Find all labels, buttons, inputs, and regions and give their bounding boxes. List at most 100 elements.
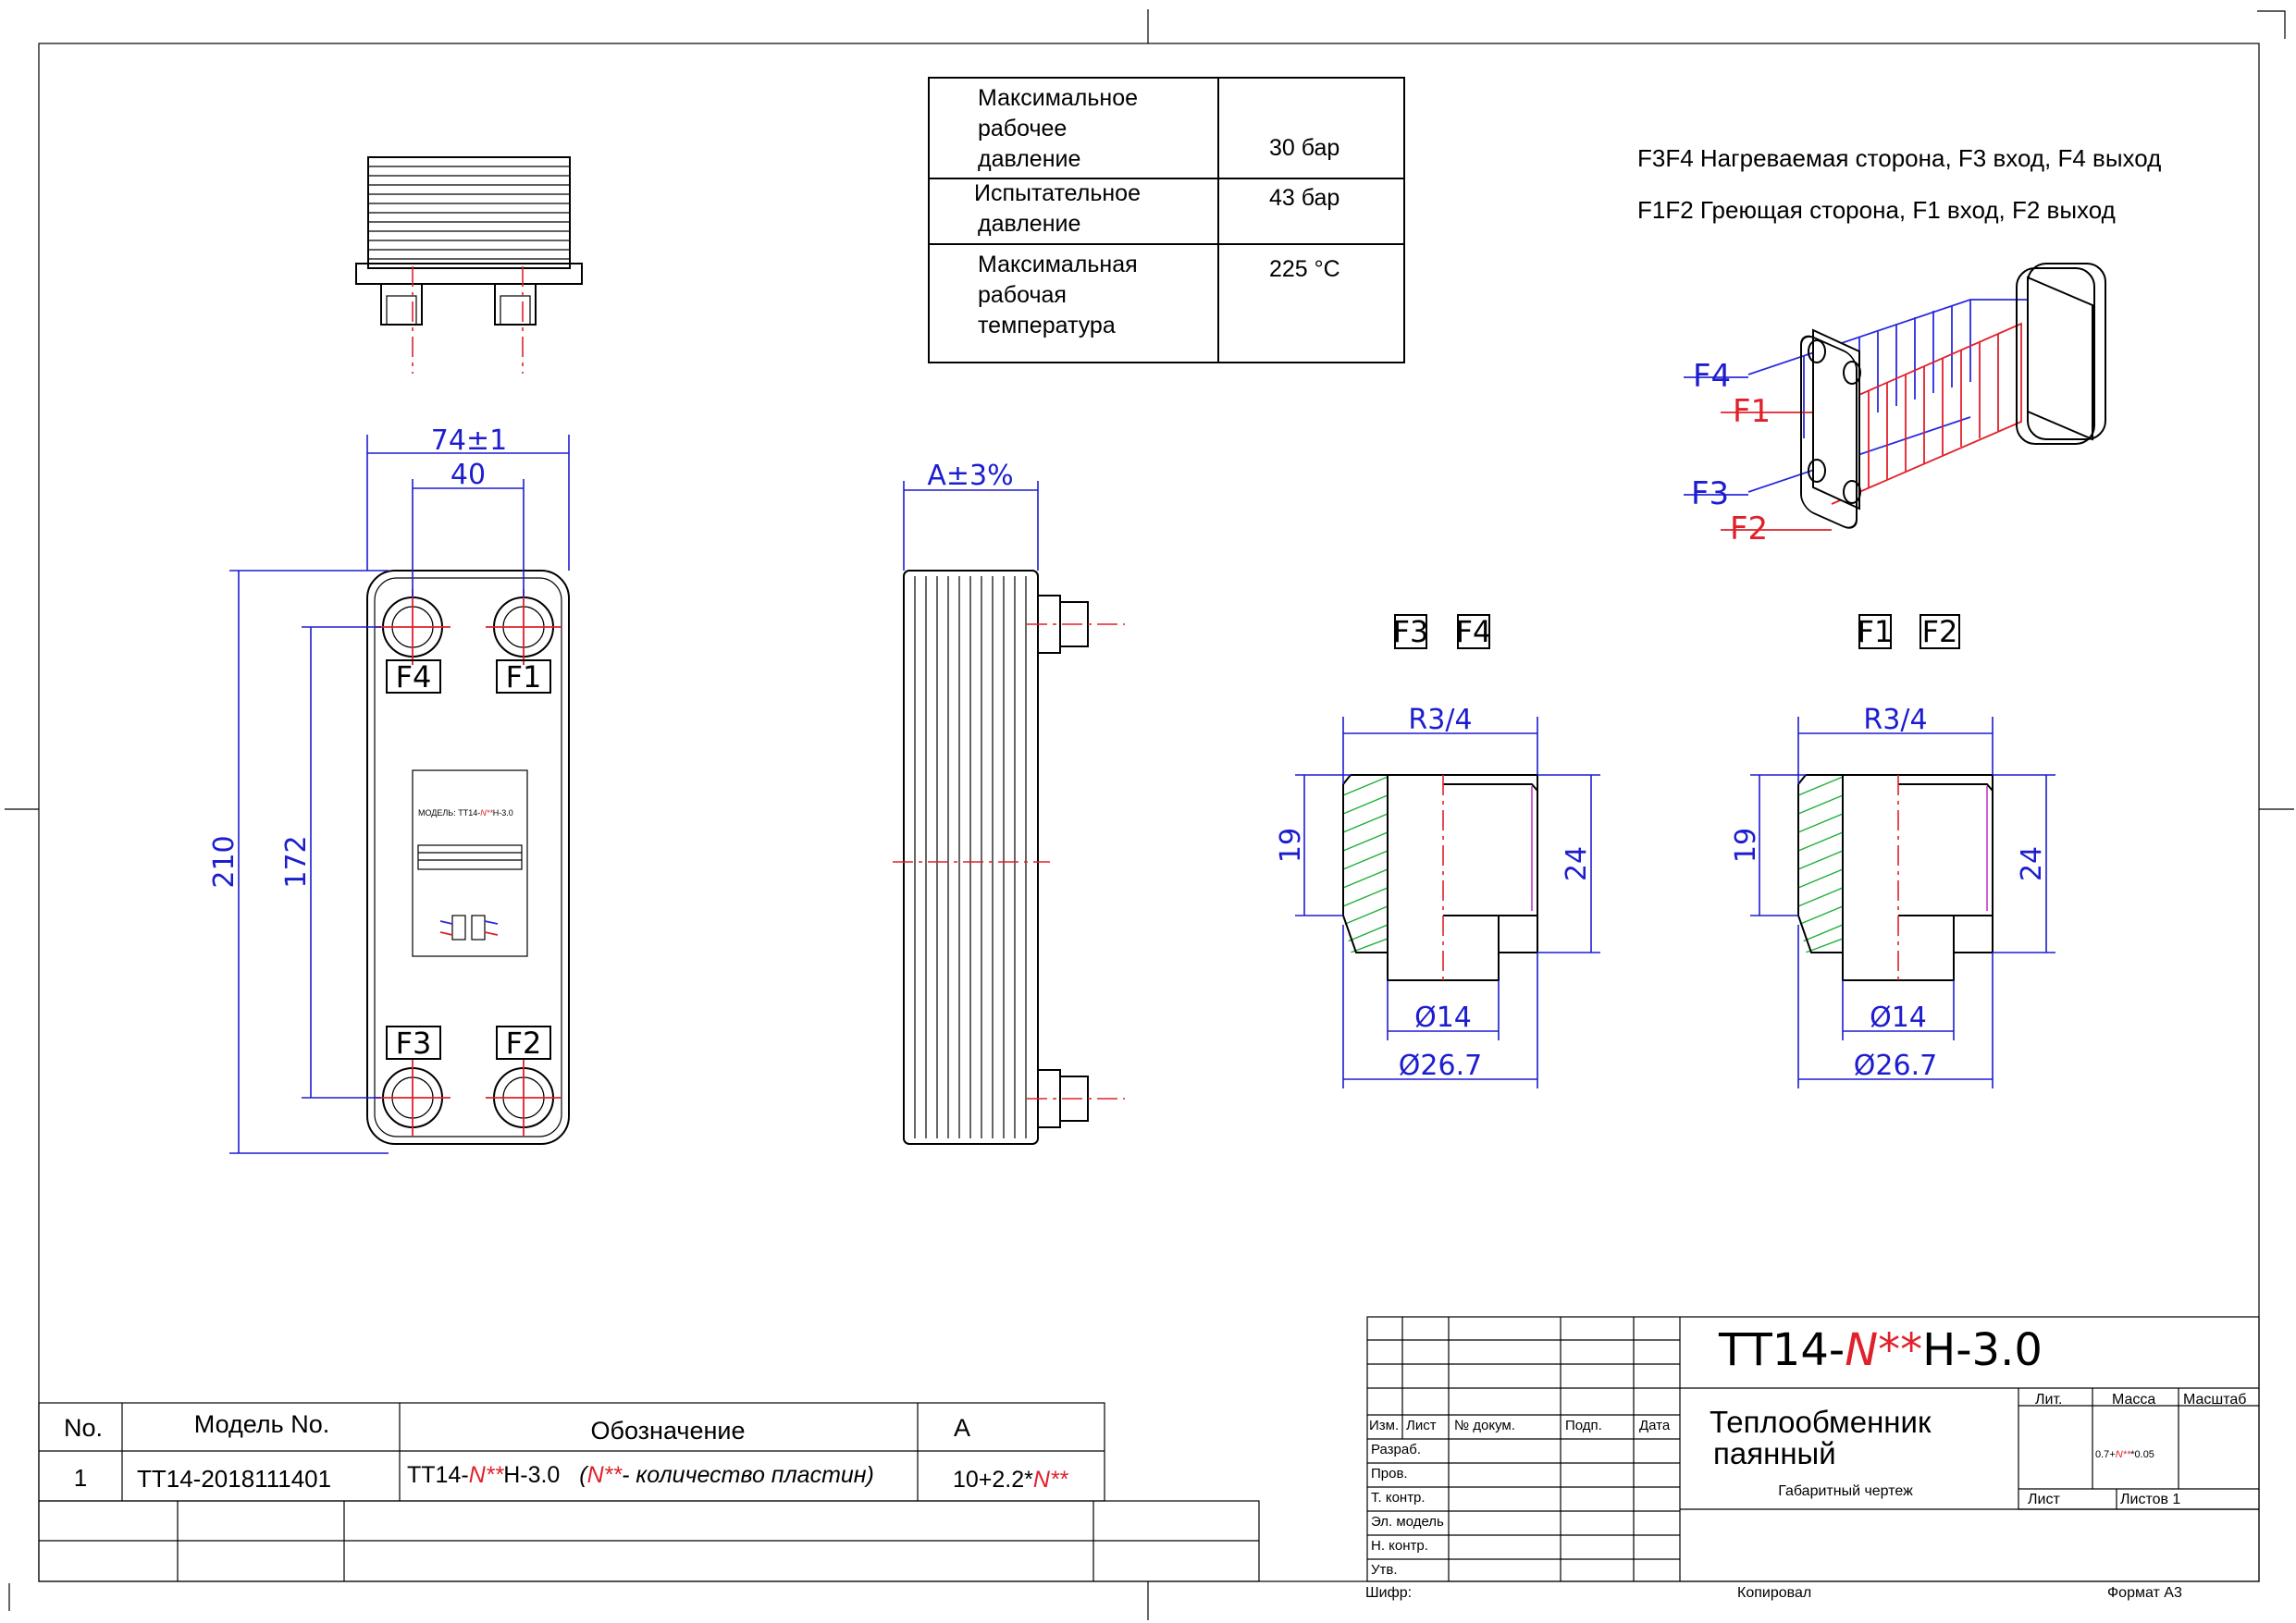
- fitting-label-f4: F4: [1456, 614, 1492, 649]
- title-mass-n: N**: [2116, 1449, 2131, 1460]
- nameplate-model-n: N**: [480, 808, 493, 818]
- spec-value-1: 43 бар: [1269, 185, 1339, 211]
- port-label-f2: F2: [506, 1026, 542, 1061]
- fitting-f1f2-dim-inner: Ø14: [1870, 1002, 1927, 1034]
- parts-header-a: A: [954, 1414, 970, 1442]
- dim-port-spacing: 40: [451, 459, 486, 491]
- spec-label-1-line-1: давление: [978, 211, 1080, 237]
- front-view: F4 F1 F3 F2 МОДЕЛЬ: TT14-N**H-3.0: [208, 424, 570, 1154]
- spec-label-2-line-1: рабочая: [978, 282, 1067, 308]
- svg-text:TT14-N**H-3.0: TT14-N**H-3.0: [1718, 1324, 2043, 1376]
- dim-port-vertical: 172: [280, 835, 313, 888]
- title-role-5: Утв.: [1371, 1562, 1398, 1578]
- spec-label-2-line-0: Максимальная: [978, 252, 1138, 277]
- port-label-f1: F1: [506, 659, 542, 695]
- title-role-0: Разраб.: [1371, 1442, 1421, 1457]
- title-role-3: Эл. модель: [1371, 1514, 1444, 1530]
- port-label-f3: F3: [396, 1026, 432, 1061]
- title-block: TT14-N**H-3.0 Теплообменник паянный Габа…: [1366, 1316, 2260, 1582]
- fitting-f1f2-dim-thread-len: 19: [1730, 828, 1762, 863]
- fitting-label-f2: F2: [1922, 614, 1958, 649]
- schematic-label-f1: F1: [1733, 393, 1771, 430]
- side-view: A±3%: [893, 460, 1125, 1145]
- dim-width: 74±1: [431, 424, 507, 457]
- parts-row-des-prefix: TT14-: [407, 1462, 469, 1488]
- spec-label-0-line-0: Максимальное: [978, 85, 1138, 111]
- parts-row-note-n: N**: [587, 1462, 623, 1488]
- port-label-f4: F4: [396, 659, 432, 695]
- title-mass-suffix: *0.05: [2130, 1449, 2154, 1460]
- top-view: [355, 156, 583, 374]
- fitting-label-f3: F3: [1393, 614, 1429, 649]
- title-role-4: Н. контр.: [1371, 1538, 1428, 1554]
- spec-label-0-line-2: давление: [978, 146, 1080, 172]
- dim-thickness: A±3%: [927, 460, 1013, 492]
- title-col-4: Дата: [1639, 1418, 1671, 1433]
- fitting-f3f4-dim-thread: R3/4: [1408, 704, 1472, 736]
- title-col-3: Подп.: [1565, 1418, 1602, 1433]
- title-lit: Лит.: [2035, 1392, 2062, 1408]
- title-col-1: Лист: [1406, 1418, 1437, 1433]
- fitting-f3f4-dim-thread-len: 19: [1275, 828, 1307, 863]
- footer-cipher: Шифр:: [1365, 1585, 1412, 1601]
- note-heating-side: F1F2 Греющая сторона, F1 вход, F2 выход: [1637, 196, 2116, 224]
- fitting-f1f2-dim-thread: R3/4: [1863, 704, 1927, 736]
- nameplate-model-prefix: МОДЕЛЬ: TT14-: [418, 808, 480, 818]
- nameplate: МОДЕЛЬ: TT14-N**H-3.0: [412, 769, 528, 957]
- parts-header-no: No.: [64, 1414, 103, 1442]
- spec-table: Максимальное рабочее давление 30 бар Исп…: [928, 77, 1405, 363]
- title-name-line1: Теплообменник: [1710, 1405, 1932, 1439]
- title-sheets: Листов 1: [2120, 1492, 2180, 1507]
- drawing-frame: [5, 9, 2294, 1620]
- parts-row-note-text: - количество пластин): [622, 1462, 874, 1488]
- fitting-f1f2-dim-outer: Ø26.7: [1854, 1050, 1937, 1082]
- parts-row-no: 1: [74, 1464, 87, 1492]
- spec-value-2: 225 °C: [1269, 256, 1340, 282]
- parts-row-des-n: N**: [469, 1462, 505, 1488]
- parts-row-model: TT14-2018111401: [137, 1465, 331, 1493]
- spec-label-1-line-0: Испытательное: [974, 180, 1141, 206]
- svg-text:TT14-N**H-3.0 (N**- коли: TT14-N**H-3.0 (N**- количество пластин): [407, 1462, 874, 1488]
- parts-row-des-suffix: H-3.0: [503, 1462, 560, 1488]
- title-mass: Масса: [2112, 1392, 2155, 1408]
- spec-value-0: 30 бар: [1269, 135, 1339, 161]
- front-dimensions: 74±1 40 210 172: [208, 424, 570, 1154]
- parts-header-designation: Обозначение: [591, 1417, 746, 1445]
- title-col-2: № докум.: [1454, 1418, 1515, 1433]
- flow-schematic: F4 F1 F3 F2: [1684, 263, 2106, 547]
- dim-height: 210: [208, 835, 241, 888]
- title-code-n: N**: [1845, 1324, 1922, 1376]
- note-heated-side: F3F4 Нагреваемая сторона, F3 вход, F4 вы…: [1637, 144, 2161, 172]
- title-scale: Масштаб: [2183, 1392, 2246, 1408]
- fitting-f3f4-dim-length: 24: [1561, 846, 1593, 881]
- schematic-label-f2: F2: [1730, 510, 1768, 547]
- nameplate-model-suffix: H-3.0: [493, 808, 513, 818]
- title-code-prefix: TT14-: [1718, 1324, 1845, 1376]
- nameplate-schematic-icon: [439, 915, 499, 941]
- title-role-2: Т. контр.: [1371, 1490, 1426, 1506]
- parts-row-note-open: (: [579, 1462, 589, 1488]
- title-mass-prefix: 0.7+: [2095, 1449, 2116, 1460]
- footer-copied: Копировал: [1737, 1585, 1811, 1601]
- title-code-suffix: H-3.0: [1922, 1324, 2043, 1376]
- parts-table: No. Модель No. Обозначение A 1 TT14-2018…: [38, 1402, 1260, 1582]
- fitting-f3f4-dim-outer: Ø26.7: [1399, 1050, 1482, 1082]
- parts-row-a-n: N**: [1033, 1467, 1069, 1493]
- spec-label-0-line-1: рабочее: [978, 116, 1067, 141]
- parts-header-model: Модель No.: [194, 1410, 329, 1438]
- fitting-detail-f3f4: F3 F4 R3/4 19 24 Ø14: [1275, 614, 1600, 1088]
- svg-text:МОДЕЛЬ: TT14-N**H-3.0: МОДЕЛЬ: TT14-N**H-3.0: [418, 808, 513, 818]
- fitting-detail-f1f2: F1 F2 R3/4 19 24 Ø14: [1730, 614, 2055, 1088]
- svg-text:0.7+N***0.05: 0.7+N***0.05: [2095, 1449, 2154, 1460]
- title-role-1: Пров.: [1371, 1466, 1408, 1482]
- schematic-label-f4: F4: [1693, 358, 1731, 395]
- schematic-label-f3: F3: [1691, 475, 1729, 512]
- svg-text:10+2.2*N**: 10+2.2*N**: [953, 1467, 1069, 1493]
- title-doc-type: Габаритный чертеж: [1778, 1483, 1913, 1499]
- fitting-label-f1: F1: [1858, 614, 1894, 649]
- footer-format: Формат A3: [2107, 1585, 2182, 1601]
- title-sheet: Лист: [2028, 1492, 2060, 1507]
- fitting-f1f2-dim-length: 24: [2016, 846, 2048, 881]
- spec-label-2-line-2: температура: [978, 313, 1116, 338]
